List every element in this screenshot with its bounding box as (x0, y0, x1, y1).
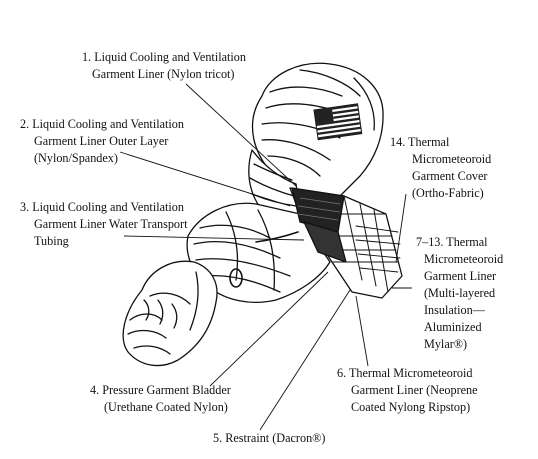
glove (122, 260, 218, 367)
label-thermal-liner-insulation: 7–13. Thermal Micrometeoroid Garment Lin… (416, 235, 504, 351)
label-water-transport-tubing: 3. Liquid Cooling and Ventilation Garmen… (20, 200, 188, 248)
label-pressure-garment-bladder: 4. Pressure Garment Bladder (Urethane Co… (90, 383, 231, 414)
glove-fingers (127, 271, 199, 355)
label-thermal-cover: 14. Thermal Micrometeoroid Garment Cover… (390, 135, 492, 200)
label-restraint: 5. Restraint (Dacron®) (213, 431, 326, 445)
label-thermal-liner-neoprene: 6. Thermal Micrometeoroid Garment Liner … (337, 366, 478, 414)
leader-5 (259, 289, 351, 431)
wrist-ring-icon (229, 268, 243, 288)
leader-2 (119, 151, 291, 207)
upper-arm-folds (261, 69, 375, 177)
dark-layer-patch-lower (303, 221, 347, 263)
leader-4 (209, 271, 329, 387)
water-tubing (255, 231, 299, 243)
flag-icon (313, 103, 363, 141)
leader-6 (355, 295, 369, 367)
leader-1 (185, 83, 297, 187)
leader-3 (123, 235, 305, 241)
label-liquid-cooling-liner: 1. Liquid Cooling and Ventilation Garmen… (82, 50, 246, 81)
label-liquid-cooling-outer-layer: 2. Liquid Cooling and Ventilation Garmen… (20, 117, 184, 165)
leader-14 (395, 193, 407, 263)
